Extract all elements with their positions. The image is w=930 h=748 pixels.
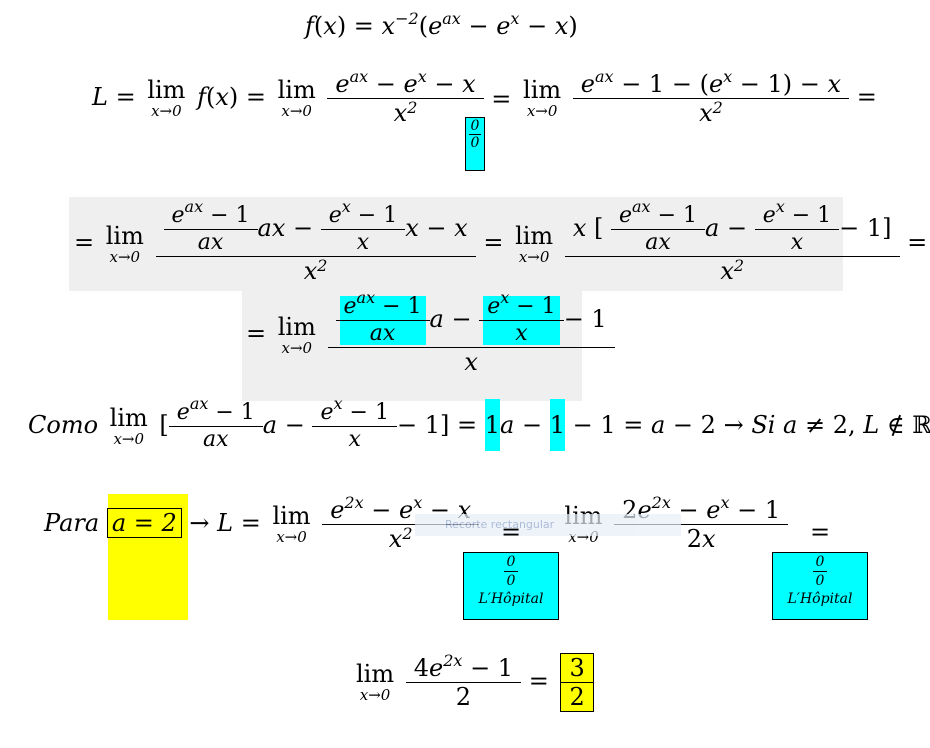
equals-sign-2: = (810, 518, 831, 546)
fraction-1: eax − ex − x x2 (327, 69, 484, 125)
condition-box: a = 2 (106, 508, 182, 538)
function-definition: f(x) = x−2(eax − ex − x) (305, 9, 578, 40)
condition-highlight (108, 494, 188, 620)
highlight-block-1 (69, 197, 843, 291)
fraction-2: eax − 1 − (ex − 1) − x x2 (572, 69, 850, 125)
selection-overlay: Recorte rectangular (415, 514, 681, 536)
final-answer: 3 2 (560, 653, 594, 712)
equals-sign-1: = (501, 518, 522, 546)
